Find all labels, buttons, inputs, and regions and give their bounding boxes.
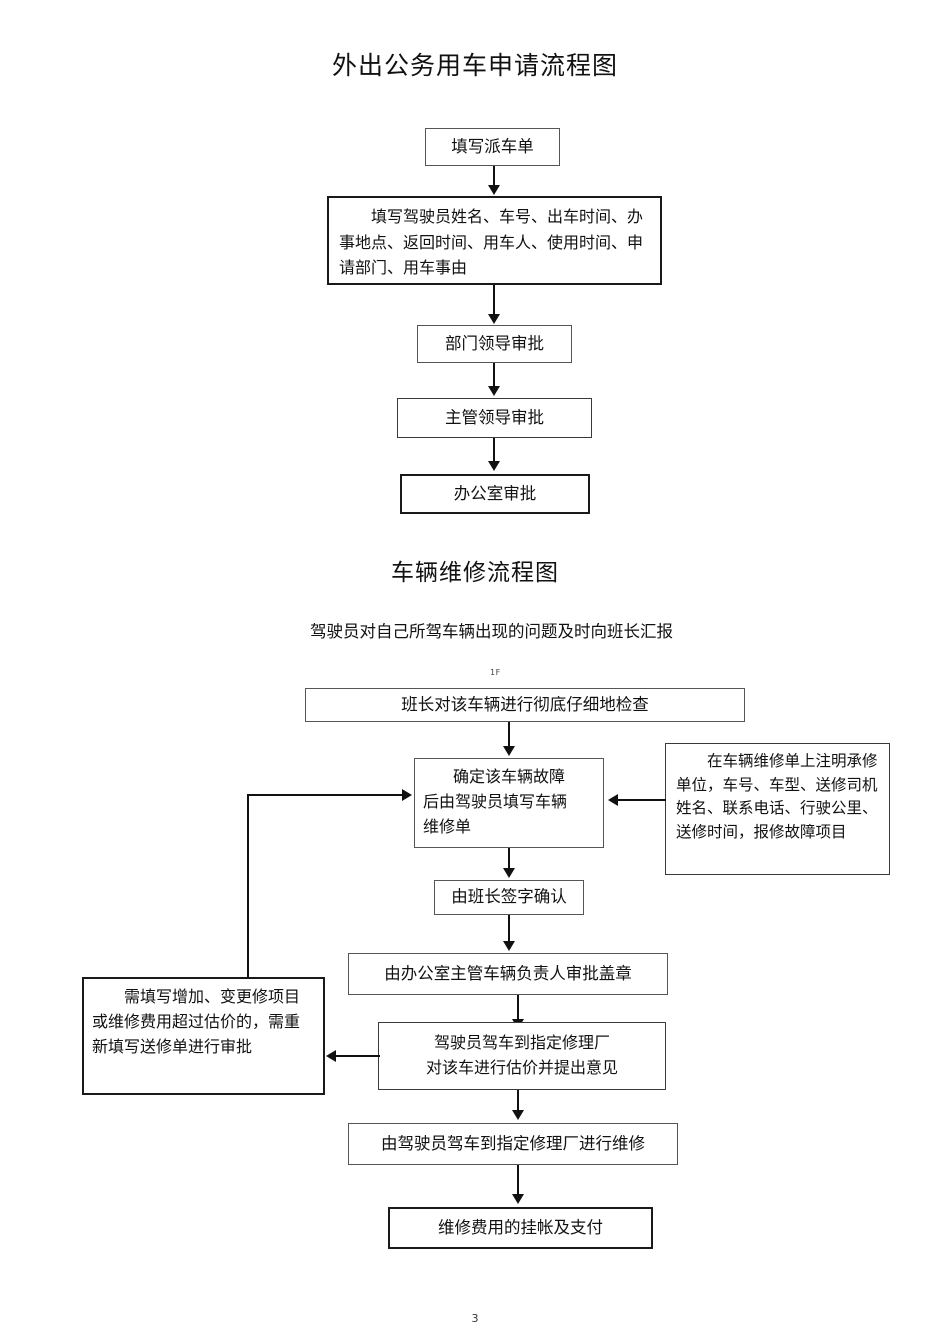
arrow-s1-3-4 bbox=[488, 386, 500, 396]
arrow-s2-3-2 bbox=[608, 794, 618, 806]
flow-node-supervisor-approval[interactable]: 主管领导审批 bbox=[397, 398, 592, 438]
arrow-s2-8-9 bbox=[512, 1194, 524, 1204]
flow-node-change-request-reapproval[interactable]: 需填写增加、变更修项目或维修费用超过估价的，需重新填写送修单进行审批 bbox=[82, 977, 325, 1095]
arrow-s1-4-5 bbox=[488, 461, 500, 471]
flow-node-driver-take-to-shop-repair[interactable]: 由驾驶员驾车到指定修理厂进行维修 bbox=[348, 1123, 678, 1165]
section2-intro-text: 驾驶员对自己所驾车辆出现的问题及时向班长汇报 bbox=[310, 622, 673, 641]
connector-s1-4-5 bbox=[493, 438, 495, 463]
connector-s2-6-7 bbox=[336, 1055, 380, 1057]
node-line-2: 对该车进行估价并提出意见 bbox=[425, 1057, 618, 1077]
connector-s1-3-4 bbox=[493, 363, 495, 388]
connector-feedback-vertical bbox=[247, 795, 249, 977]
connector-s1-1-2 bbox=[493, 166, 495, 187]
flow-node-confirm-fault-fill-form[interactable]: 确定该车辆故障 后由驾驶员填写车辆 维修单 bbox=[414, 758, 604, 848]
section2-title: 车辆维修流程图 bbox=[391, 560, 559, 586]
node-line-1: 驾驶员驾车到指定修理厂 bbox=[433, 1033, 610, 1052]
arrow-s2-6-8 bbox=[512, 1110, 524, 1120]
connector-s2-8-9 bbox=[517, 1165, 519, 1197]
arrow-s2-1-2 bbox=[503, 746, 515, 756]
arrow-s2-2-4 bbox=[503, 868, 515, 878]
flow-node-fill-details[interactable]: 填写驾驶员姓名、车号、出车时间、办事地点、返回时间、用车人、使用时间、申请部门、… bbox=[327, 196, 662, 285]
node-line-1: 确定该车辆故障 bbox=[452, 767, 565, 786]
arrow-s2-6-7 bbox=[326, 1050, 336, 1062]
flow-node-office-approval[interactable]: 办公室审批 bbox=[400, 474, 590, 514]
stray-mark: 1F bbox=[490, 668, 501, 677]
flow-node-driver-estimate-at-shop[interactable]: 驾驶员驾车到指定修理厂 对该车进行估价并提出意见 bbox=[378, 1022, 666, 1090]
connector-s2-6-8 bbox=[517, 1090, 519, 1112]
connector-s2-2-4 bbox=[508, 848, 510, 870]
connector-s2-3-2 bbox=[618, 799, 666, 801]
section1-title: 外出公务用车申请流程图 bbox=[331, 51, 618, 80]
connector-s2-5-6 bbox=[517, 995, 519, 1021]
node-line-2: 后由驾驶员填写车辆 bbox=[423, 791, 568, 811]
connector-s1-2-3 bbox=[493, 285, 495, 317]
arrow-s1-1-2 bbox=[488, 185, 500, 195]
flow-node-dept-leader-approval[interactable]: 部门领导审批 bbox=[417, 325, 572, 363]
connector-s2-4-5 bbox=[508, 915, 510, 943]
flow-node-repair-fee-billing-payment[interactable]: 维修费用的挂帐及支付 bbox=[388, 1207, 653, 1249]
connector-s2-1-2 bbox=[508, 722, 510, 748]
flow-node-monitor-signature[interactable]: 由班长签字确认 bbox=[434, 880, 584, 915]
flow-node-repair-form-fields[interactable]: 在车辆维修单上注明承修单位，车号、车型、送修司机姓名、联系电话、行驶公里、送修时… bbox=[665, 743, 890, 875]
flow-node-fill-dispatch-form[interactable]: 填写派车单 bbox=[425, 128, 560, 166]
arrow-s1-2-3 bbox=[488, 314, 500, 324]
arrow-s2-4-5 bbox=[503, 941, 515, 951]
page-number: 3 bbox=[471, 1312, 479, 1325]
connector-feedback-horizontal bbox=[247, 794, 403, 796]
node-line-3: 维修单 bbox=[423, 816, 472, 836]
flow-node-office-vehicle-manager-approval[interactable]: 由办公室主管车辆负责人审批盖章 bbox=[348, 953, 668, 995]
arrow-feedback-to-node2 bbox=[402, 789, 412, 801]
flow-node-monitor-inspect-vehicle[interactable]: 班长对该车辆进行彻底仔细地检查 bbox=[305, 688, 745, 722]
